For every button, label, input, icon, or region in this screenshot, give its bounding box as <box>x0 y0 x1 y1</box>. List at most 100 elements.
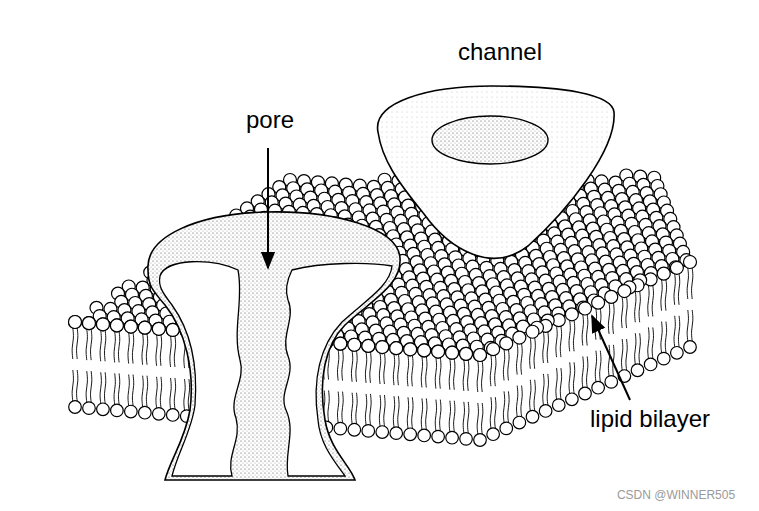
part-label: lipid bilayer <box>590 405 710 433</box>
lipid-tail <box>543 374 544 405</box>
lipid-tail <box>622 339 623 370</box>
lipid-head <box>82 317 95 330</box>
lipid-tail <box>100 330 101 361</box>
lipid-head <box>432 430 445 443</box>
lipid-head <box>487 428 500 441</box>
lipid-tail <box>626 297 627 328</box>
lipid-tail <box>100 372 101 403</box>
lipid-tail <box>337 392 338 423</box>
lipid-tail <box>114 373 115 404</box>
lipid-tail <box>146 376 147 407</box>
lipid-tail <box>661 280 662 311</box>
lipid-head <box>644 358 657 371</box>
lipid-head <box>446 346 459 359</box>
lipid-head <box>474 434 487 447</box>
bilayer-leader-arrow <box>592 316 630 400</box>
lipid-tail <box>91 371 92 402</box>
lipid-head <box>97 403 110 416</box>
lipid-tail <box>407 397 408 428</box>
lipid-tail <box>556 326 557 357</box>
lipid-tail <box>342 350 343 381</box>
lipid-head <box>138 321 151 334</box>
lipid-head <box>432 345 445 358</box>
lipid-tail <box>77 370 78 401</box>
lipid-tail <box>393 396 394 427</box>
lipid-tail <box>665 280 666 311</box>
lipid-head <box>96 318 109 331</box>
lipid-head <box>605 290 618 303</box>
lipid-tail <box>426 398 427 429</box>
lipid-tail <box>521 386 522 417</box>
lipid-tail <box>184 379 185 410</box>
lipid-tail <box>440 358 441 389</box>
lipid-tail <box>421 356 422 387</box>
lipid-tail <box>365 352 366 383</box>
lipid-tail <box>160 377 161 408</box>
lipid-tail <box>365 394 366 425</box>
lipid-tail <box>132 333 133 364</box>
lipid-tail <box>490 355 491 386</box>
lipid-tail <box>674 316 675 347</box>
lipid-tail <box>132 375 133 406</box>
lipid-tail <box>490 397 491 428</box>
lipid-tail <box>692 268 693 299</box>
lipid-tail <box>587 315 588 346</box>
lipid-head <box>474 349 487 362</box>
lipid-tail <box>170 336 171 367</box>
lipid-tail <box>398 396 399 427</box>
lipid-tail <box>587 357 588 388</box>
lipid-tail <box>77 328 78 359</box>
lipid-tail <box>156 377 157 408</box>
lipid-tail <box>342 392 343 423</box>
lipid-tail <box>370 394 371 425</box>
lipid-tail <box>463 402 464 433</box>
lipid-head <box>460 347 473 360</box>
lipid-head <box>404 343 417 356</box>
lipid-tail <box>534 338 535 369</box>
lipid-tail <box>687 268 688 299</box>
lipid-tail <box>142 376 143 407</box>
lipid-tail <box>534 380 535 411</box>
lipid-head <box>362 339 375 352</box>
lipid-head <box>390 342 403 355</box>
lipid-tail <box>582 357 583 388</box>
pore-leader-arrow <box>267 148 269 268</box>
lipid-tail <box>560 368 561 399</box>
lipid-head <box>124 320 137 333</box>
lipid-head <box>460 347 473 360</box>
lipid-tail <box>495 397 496 428</box>
lipid-head <box>552 399 565 412</box>
lipid-tail <box>118 331 119 362</box>
lipid-head <box>83 402 96 415</box>
lipid-tail <box>608 345 609 376</box>
lipid-tail <box>569 320 570 351</box>
lipid-tail <box>449 401 450 432</box>
lipid-head <box>390 427 403 440</box>
lipid-tail <box>188 379 189 410</box>
lipid-head <box>152 322 165 335</box>
lipid-tail <box>692 310 693 341</box>
lipid-tail <box>454 359 455 390</box>
lipid-tail <box>174 336 175 367</box>
lipid-head <box>513 416 526 429</box>
lipid-tail <box>665 322 666 353</box>
channel-body <box>378 86 615 258</box>
lipid-tail <box>412 397 413 428</box>
lipid-tail <box>91 329 92 360</box>
lipid-tail <box>652 327 653 358</box>
lipid-tail <box>449 359 450 390</box>
lipid-head <box>432 345 445 358</box>
lipid-head <box>376 426 389 439</box>
lipid-tail <box>569 362 570 393</box>
lipid-tail <box>678 274 679 305</box>
lipid-tail <box>160 335 161 366</box>
lipid-tail <box>351 351 352 382</box>
lipid-head <box>404 343 417 356</box>
lipid-tail <box>114 331 115 362</box>
lipid-tail <box>639 333 640 364</box>
lipid-head <box>500 422 513 435</box>
lipid-tail <box>174 378 175 409</box>
lipid-tail <box>517 386 518 417</box>
